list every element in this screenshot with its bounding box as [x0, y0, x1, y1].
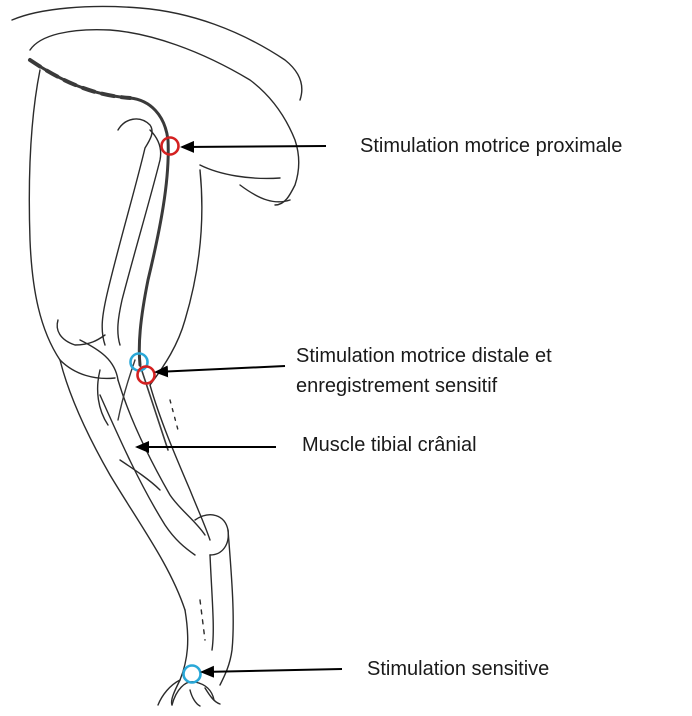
label-motor-distal: Stimulation motrice distale et enregistr… — [296, 341, 552, 401]
label-motor-distal-line2: enregistrement sensitif — [296, 371, 552, 401]
proximal-motor-stimulation-marker — [162, 138, 179, 155]
nerve-path — [30, 60, 168, 450]
label-muscle: Muscle tibial crânial — [302, 430, 477, 460]
label-sensory: Stimulation sensitive — [367, 654, 549, 684]
arrow-motor-proximal — [182, 146, 326, 147]
sensory-stimulation-marker — [184, 666, 201, 683]
label-motor-distal-line1: Stimulation motrice distale et — [296, 341, 552, 371]
arrow-motor-distal — [156, 366, 285, 372]
arrow-sensory — [202, 669, 342, 672]
label-motor-proximal: Stimulation motrice proximale — [360, 131, 622, 161]
